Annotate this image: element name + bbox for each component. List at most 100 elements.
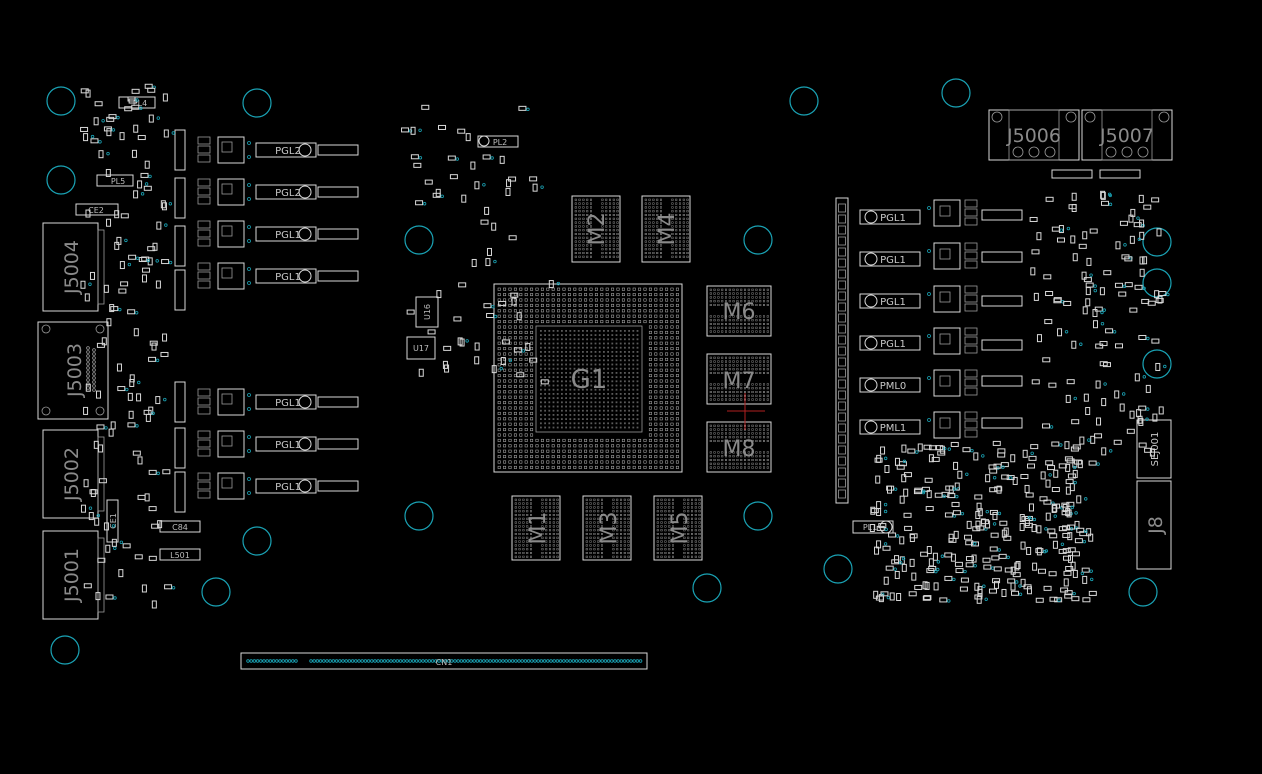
part-label: PL5 [111,177,125,186]
inductor-row: PGL1 [255,478,359,494]
inductor-label: PGL1 [880,339,906,350]
ic-label: U16 [423,304,432,320]
mounting-hole [46,165,76,195]
mounting-hole [404,501,434,531]
inductor-label: PGL1 [880,213,906,224]
mounting-hole [743,501,773,531]
right-passives [869,190,1170,604]
memory-label: M7 [723,369,756,394]
inductor-row: PGL1 [859,209,1023,225]
pcie-label: CN1 [436,658,453,667]
inductor-label: PGL1 [880,297,906,308]
memory-chip-m8: M8 [706,421,772,473]
inductor-row: PML1 [859,417,1023,435]
gpu-die-grid [540,330,639,429]
mounting-hole [743,225,773,255]
mounting-hole [46,86,76,116]
part-pl2: PL2 [477,135,519,148]
inductor-label: PML1 [880,423,907,434]
part-label: CE1 [109,513,118,529]
connector-j8: J8 [1136,480,1172,570]
part-pl4: PL4 [118,96,156,109]
right-top-connectors: J5006 J5007 [988,109,1173,179]
mounting-hole [404,225,434,255]
memory-chips: M2 M4 M6 M7 M8 M1 M3 [511,195,772,561]
mounting-hole [201,577,231,607]
connector-j5004: J5004 [42,222,105,312]
left-passives [80,83,176,609]
connector-j5006: J5006 [988,109,1080,161]
connector-sej001: SEJ001 [1136,419,1172,479]
inductor-row: PGL2 [255,142,359,158]
gpu-label: G1 [571,365,608,395]
left-small-parts: PL4 PL5 CE2 CE1 C84 L501 [75,83,201,609]
memory-label: M8 [723,437,756,462]
memory-chip-m6: M6 [706,285,772,337]
inductor-row: PML0 [859,375,1023,393]
part-label: PL4 [133,99,147,108]
memory-label: M2 [585,213,610,246]
connector-label: J5001 [61,548,83,603]
mounting-hole [242,526,272,556]
connector-j5002: J5002 [42,429,105,519]
right-side-connectors: SEJ001 J8 [1136,419,1172,570]
connector-label: J5004 [61,240,83,295]
resistor-strip [1099,169,1141,179]
mosfet-blocks [197,136,251,500]
memory-chip-m4: M4 [641,195,691,263]
inductor-row: PGL2 [255,184,359,200]
connector-label: J5002 [61,447,83,502]
part-label: C84 [172,523,188,532]
inductor-row: PGL1 [859,251,1023,267]
inductor-label: PGL2 [275,146,301,157]
memory-label: M4 [655,213,680,246]
mounting-holes [46,78,1172,665]
resistor-strip [1051,169,1093,179]
mounting-hole [1142,268,1172,298]
gpu-ball-grid [497,287,679,469]
ic-u17: U17 [406,336,436,360]
left-connectors: J5004 J5003 J5002 J5001 [37,222,109,620]
memory-chip-m2: M2 [571,195,621,263]
inductor-label: PGL1 [275,272,301,283]
inductor-row: PGL1 [255,268,359,284]
inductor-row: PGL1 [859,293,1023,309]
mounting-hole [823,554,853,584]
connector-label: SEJ001 [1150,432,1161,467]
memory-label: M5 [668,512,693,545]
part-pl5: PL5 [96,174,134,187]
mounting-hole [50,635,80,665]
inductor-label: PML0 [880,381,907,392]
connector-j5007: J5007 [1081,109,1173,161]
memory-label: M1 [526,512,551,545]
capacitor-column [835,197,849,504]
inductor-label: PGL1 [275,398,301,409]
mounting-hole [789,86,819,116]
gpu-die [535,325,643,433]
memory-chip-m7: M7 [706,353,772,405]
connector-j5003: J5003 [37,321,109,420]
connector-label: J5007 [1099,125,1154,147]
inductor-row: PGL1 [255,436,359,452]
inductor-row: PGL1 [255,394,359,410]
mounting-hole [242,88,272,118]
pcie-connector-cn1: CN1 [240,652,648,670]
part-l501: L501 [159,548,201,561]
mounting-hole [1128,577,1158,607]
inductor-label: PGL1 [880,255,906,266]
part-c84: C84 [159,520,201,533]
memory-label: M3 [597,512,622,545]
ic-u16: U16 [415,296,439,328]
connector-label: J5006 [1006,125,1061,147]
part-label: CE2 [88,206,104,215]
mounting-hole [1142,349,1172,379]
connector-j5001: J5001 [42,530,105,620]
mounting-hole [941,78,971,108]
ic-label: U17 [413,344,429,353]
mid-left-ics: U16 U17 PL2 [401,104,561,385]
memory-chip-m5: M5 [653,495,703,561]
gpu-outline [493,283,683,473]
part-label: L501 [170,551,190,560]
